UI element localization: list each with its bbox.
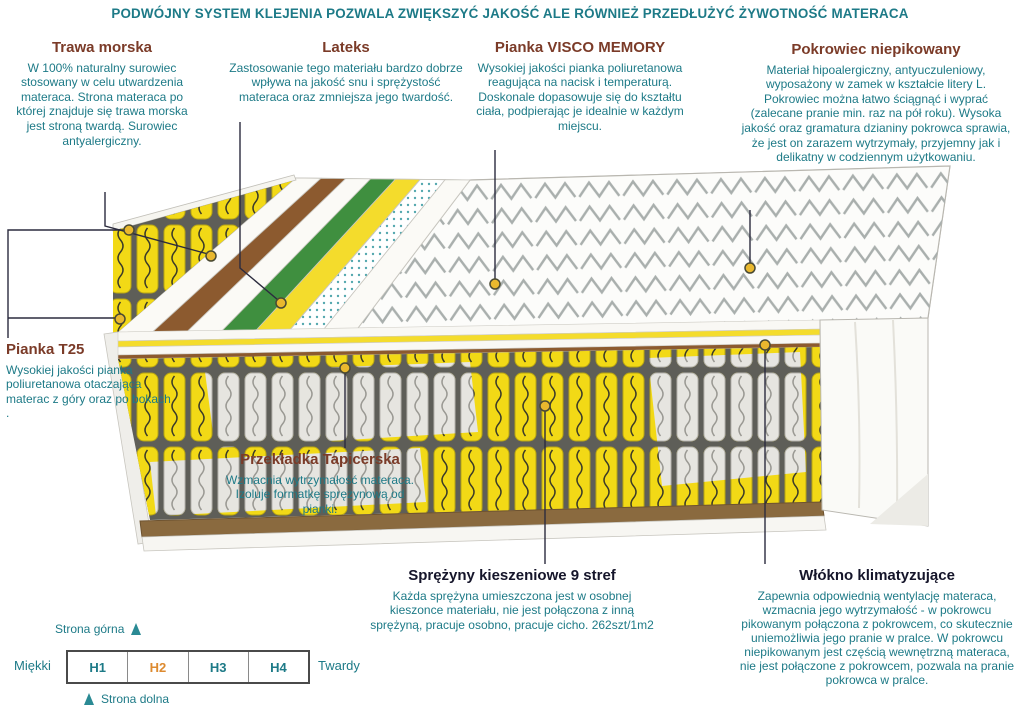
label-przekladka: Przekładka Tapicerska Wzmacnia wytrzymał… (220, 451, 420, 516)
springs-pocket (113, 181, 292, 334)
hard-label: Twardy (318, 658, 360, 673)
hardness-level-h3: H3 (187, 652, 248, 682)
label-lateks-title: Lateks (322, 39, 370, 56)
up-arrow-icon (131, 623, 142, 635)
callout-markers (114, 224, 771, 412)
springs-field (118, 347, 822, 520)
label-trawa-morska: Trawa morska W 100% naturalny surowiec s… (16, 39, 188, 148)
springs-gray-zone-1 (205, 362, 478, 448)
soft-label: Miękki (14, 658, 51, 673)
page-title: PODWÓJNY SYSTEM KLEJENIA POZWALA ZWIĘKSZ… (111, 6, 909, 21)
label-pokrowiec-body: Materiał hipoalergiczny, antyuczuleniowy… (741, 62, 1011, 165)
callout-marker-visco (489, 278, 501, 290)
top-side-row: Strona górna (55, 622, 142, 636)
label-lateks-body: Zastosowanie tego materiału bardzo dobrz… (229, 60, 463, 104)
cover-right (819, 317, 929, 527)
zigzag-visco-surface (343, 165, 951, 346)
label-visco-title: Pianka VISCO MEMORY (494, 39, 666, 56)
label-trawa-morska-body: W 100% naturalny surowiec stosowany w ce… (16, 60, 188, 148)
label-t25-body: Wysokiej jakości pianka poliuretanowa ot… (6, 362, 171, 421)
hardness-scale: H1 H2 H3 H4 (66, 650, 310, 684)
callout-marker-t25-side (114, 313, 126, 325)
label-sprezyny: Sprężyny kieszeniowe 9 stref Każda spręż… (368, 567, 656, 632)
label-wlokno-body: Zapewnia odpowiednią wentylację materaca… (739, 588, 1015, 688)
hardness-level-h1: H1 (89, 659, 106, 675)
label-przekladka-title: Przekładka Tapicerska (240, 451, 400, 468)
up-arrow-icon (84, 693, 94, 705)
label-sprezyny-body: Każda sprężyna umieszczona jest w osobne… (370, 588, 654, 632)
label-przekladka-body: Wzmacnia wytrzymałość materaca. Izoluje … (225, 472, 415, 516)
callout-marker-wlokno (759, 339, 771, 351)
hardness-level-h4: H4 (247, 652, 308, 682)
callout-line-trawa (104, 192, 209, 255)
label-visco-body: Wysokiej jakości pianka poliuretanowa re… (476, 60, 684, 134)
label-wlokno: Włókno klimatyzujące Zapewnia odpowiedni… (738, 567, 1016, 688)
callout-marker-lateks (275, 297, 287, 309)
label-t25: Pianka T25 Wysokiej jakości pianka poliu… (6, 341, 174, 421)
callout-marker-trawa (205, 250, 217, 262)
label-pokrowiec-title: Pokrowiec niepikowany (791, 41, 961, 58)
hardness-level-h2: H2 (127, 652, 187, 682)
top-side-label: Strona górna (55, 622, 125, 636)
bottom-side-row: Strona dolna (84, 692, 169, 706)
callout-marker-przekladka (339, 362, 351, 374)
label-t25-title: Pianka T25 (6, 341, 85, 358)
callout-lines (7, 122, 766, 564)
label-wlokno-title: Włókno klimatyzujące (799, 567, 955, 584)
springs-gray-zone-3 (150, 448, 426, 516)
callout-marker-pokrowiec (744, 262, 756, 274)
callout-line-t25 (7, 229, 125, 338)
label-lateks: Lateks Zastosowanie tego materiału bardz… (226, 39, 466, 104)
bottom-side-label: Strona dolna (101, 692, 170, 706)
label-sprezyny-title: Sprężyny kieszeniowe 9 stref (408, 567, 616, 584)
label-pokrowiec: Pokrowiec niepikowany Materiał hipoalerg… (740, 41, 1012, 165)
springs-gray-zone-2 (648, 352, 806, 486)
label-visco: Pianka VISCO MEMORY Wysokiej jakości pia… (476, 39, 684, 134)
callout-marker-sprezyny (539, 400, 551, 412)
callout-line-lateks (239, 122, 279, 301)
callout-marker-t25-top (123, 224, 135, 236)
label-trawa-morska-title: Trawa morska (51, 39, 153, 56)
bottom-cover-skirt (141, 515, 827, 552)
